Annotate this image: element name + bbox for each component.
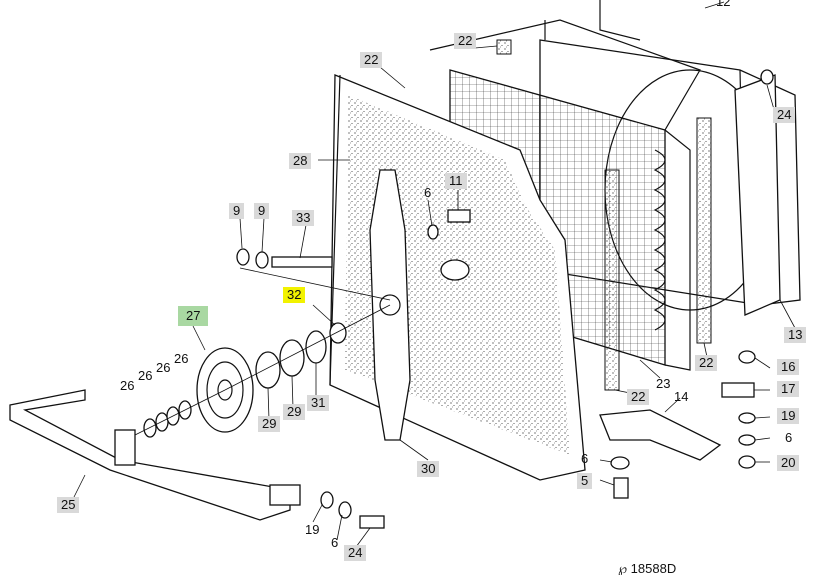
label-part-6: 6 <box>581 451 589 466</box>
seal-strip-22 <box>696 117 712 344</box>
seal-block-22 <box>496 39 512 55</box>
mount-bracket <box>599 409 722 461</box>
label-part-32-highlighted[interactable]: 32 <box>283 287 306 303</box>
label-part-24: 24 <box>773 107 796 123</box>
label-part-11: 11 <box>445 173 467 189</box>
label-part-31: 31 <box>307 395 330 411</box>
label-part-25: 25 <box>57 497 80 513</box>
label-part-30: 30 <box>417 461 440 477</box>
hardware-set-bottom <box>320 69 774 529</box>
radiator-tubes <box>653 149 666 331</box>
label-part-12: 12 <box>716 0 731 9</box>
label-part-33: 33 <box>292 210 315 226</box>
label-part-6: 6 <box>331 535 339 550</box>
label-part-24: 24 <box>344 545 367 561</box>
label-part-22: 22 <box>627 389 650 405</box>
label-part-16: 16 <box>777 359 800 375</box>
label-part-17: 17 <box>777 381 800 397</box>
label-part-9: 9 <box>254 203 270 219</box>
leader-lines <box>69 1 796 548</box>
label-part-5: 5 <box>577 473 593 489</box>
label-part-27-selected[interactable]: 27 <box>178 306 209 326</box>
hardware-set-right <box>721 350 756 469</box>
bolt-set <box>236 248 391 301</box>
label-part-29: 29 <box>283 404 306 420</box>
label-part-29: 29 <box>258 416 281 432</box>
label-part-19: 19 <box>777 408 800 424</box>
label-part-22: 22 <box>360 52 383 68</box>
label-part-26: 26 <box>174 351 189 366</box>
label-part-6: 6 <box>785 430 793 445</box>
label-part-14: 14 <box>674 389 689 404</box>
label-part-19: 19 <box>305 522 320 537</box>
label-part-9: 9 <box>229 203 245 219</box>
label-part-28: 28 <box>289 153 312 169</box>
label-part-26: 26 <box>156 360 171 375</box>
label-part-6: 6 <box>424 185 432 200</box>
label-part-22: 22 <box>454 33 477 49</box>
seal-strip-23 <box>604 169 620 391</box>
label-part-13: 13 <box>784 327 807 343</box>
label-part-26: 26 <box>138 368 153 383</box>
pulley-assembly <box>134 304 391 438</box>
label-part-22: 22 <box>695 355 718 371</box>
drawing-reference-number: ℘ 18588D <box>618 561 677 575</box>
label-part-26: 26 <box>120 378 135 393</box>
label-part-23: 23 <box>656 376 671 391</box>
label-part-20: 20 <box>777 455 800 471</box>
